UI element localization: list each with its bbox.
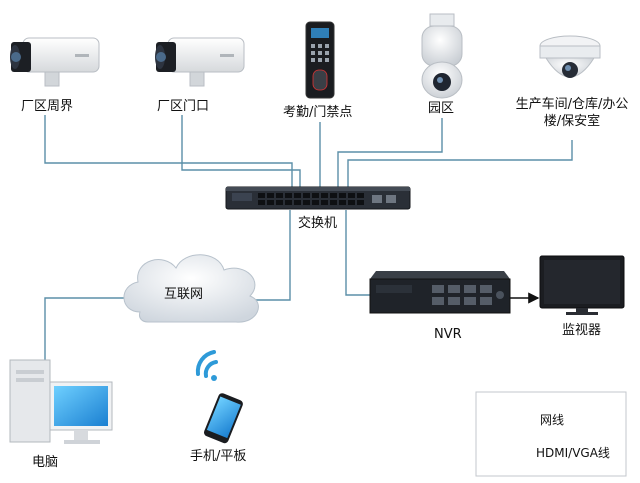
switch-port [357, 200, 364, 205]
legend-box [475, 391, 627, 477]
label-phone: 手机/平板 [190, 449, 247, 464]
label-cam-gate: 厂区门口 [157, 99, 210, 114]
legend-network-line-label: 网线 [540, 413, 565, 427]
switch-port [276, 193, 283, 198]
network-switch-icon [225, 186, 411, 210]
switch-port [258, 193, 265, 198]
switch-port [330, 200, 337, 205]
switch-port [267, 193, 274, 198]
switch-port [339, 193, 346, 198]
access-control-terminal-icon [305, 21, 335, 99]
line-dome-workshop [347, 140, 573, 188]
label-dome-workshop: 生产车间/仓库/办公楼/保安室 [515, 97, 629, 129]
line-cam-gate [181, 115, 301, 188]
network-lines [44, 115, 573, 420]
switch-port [303, 200, 310, 205]
label-monitor: 监视器 [562, 323, 602, 338]
line-dome-park [337, 118, 443, 188]
desktop-pc-icon [9, 359, 113, 444]
nvr-recorder-icon [369, 271, 511, 314]
switch-port [357, 193, 364, 198]
switch-port [321, 193, 328, 198]
label-nvr: NVR [434, 327, 462, 342]
bullet-camera-icon [10, 37, 100, 87]
switch-port [330, 193, 337, 198]
switch-port [294, 193, 301, 198]
label-internet: 互联网 [164, 287, 204, 302]
label-access-terminal: 考勤/门禁点 [283, 105, 353, 120]
switch-port [321, 200, 328, 205]
cloud-icon [123, 254, 259, 323]
monitor-icon [539, 255, 625, 315]
bullet-camera-icon [155, 37, 245, 87]
label-pc: 电脑 [32, 455, 59, 470]
switch-port [285, 193, 292, 198]
switch-port [339, 200, 346, 205]
switch-port [348, 200, 355, 205]
switch-port [285, 200, 292, 205]
dome-camera-icon [539, 35, 601, 78]
smartphone-wifi-icon [195, 350, 243, 444]
switch-uplink-port [386, 195, 396, 203]
switch-port [276, 200, 283, 205]
legend-hdmi-line-label: HDMI/VGA线 [536, 446, 610, 460]
line-switch-nvr [345, 210, 370, 296]
switch-port [258, 200, 265, 205]
switch-port [348, 193, 355, 198]
switch-port [312, 200, 319, 205]
line-cam-perimeter [44, 115, 293, 188]
label-switch: 交换机 [298, 216, 338, 231]
switch-port [294, 200, 301, 205]
ptz-dome-camera-icon [421, 13, 463, 99]
switch-port [312, 193, 319, 198]
label-dome-park: 园区 [428, 101, 455, 116]
switch-port [303, 193, 310, 198]
label-cam-perimeter: 厂区周界 [21, 99, 74, 114]
line-internet-pc [44, 297, 130, 362]
switch-uplink-port [372, 195, 382, 203]
switch-port [267, 200, 274, 205]
